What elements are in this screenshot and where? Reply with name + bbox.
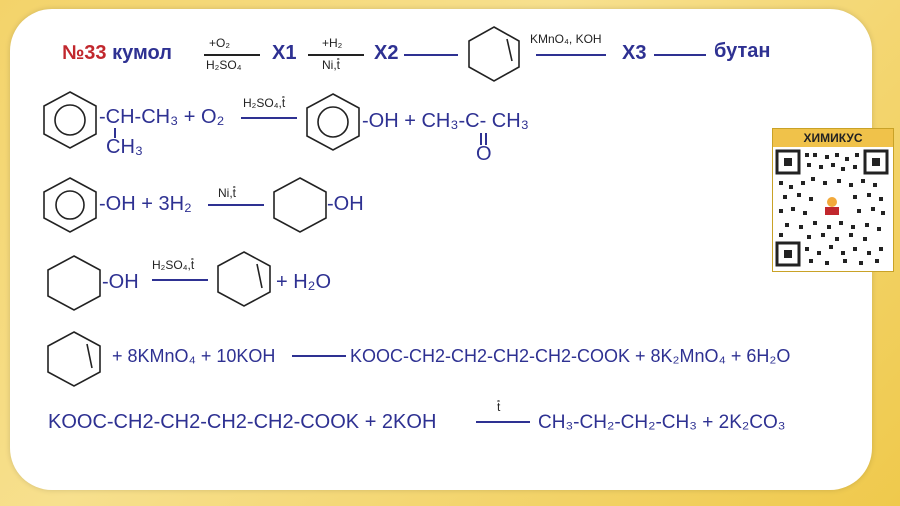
r5-right: CH₃-CH₂-CH₂-CH₃ + 2K₂CO₃ xyxy=(538,412,786,433)
scheme-x3: X3 xyxy=(622,42,647,64)
benzene-ring-r2 xyxy=(43,177,97,233)
qr-code-badge: ХИМИКУС xyxy=(772,128,894,272)
scheme-product: бутан xyxy=(714,40,771,62)
scheme-arrow-5 xyxy=(654,54,706,56)
r1-arrow xyxy=(241,117,297,119)
r3-condition: H₂SO₄,t̊ xyxy=(152,258,195,272)
r5-arrow xyxy=(476,421,530,423)
r2-left: -OH + 3H₂ xyxy=(99,193,192,215)
task-start-substance: кумол xyxy=(112,42,172,64)
r1-branch-bond xyxy=(114,128,116,138)
r2-arrow xyxy=(208,204,264,206)
r1-ketone-oxygen: O xyxy=(476,143,492,165)
r4-left: + 8KMnO₄ + 10KOH xyxy=(112,346,276,366)
cyclohexane-ring-r3 xyxy=(47,255,101,311)
r2-right: -OH xyxy=(327,193,364,215)
scheme-arrow-4 xyxy=(536,54,606,56)
r1-branch: CH₃ xyxy=(106,136,144,158)
scheme-step2-top: +H₂ xyxy=(322,36,343,50)
scheme-arrow-2 xyxy=(308,54,364,56)
scheme-arrow-1 xyxy=(204,54,260,56)
content-panel xyxy=(10,9,872,490)
scheme-x1: X1 xyxy=(272,42,297,64)
scheme-step4-top: KMnO₄, KOH xyxy=(530,32,602,46)
scheme-x2: X2 xyxy=(374,42,399,64)
cyclohexane-ring-r2 xyxy=(273,177,327,233)
r1-left: -CH-CH₃ + O₂ xyxy=(99,106,225,128)
task-number: №33 xyxy=(62,42,107,64)
r2-condition: Ni,t̊ xyxy=(218,186,236,200)
task-title: №33 кумол xyxy=(62,42,172,65)
r5-left: KOOC-CH2-CH2-CH2-CH2-COOK + 2KOH xyxy=(48,411,437,433)
benzene-ring-r1-product xyxy=(306,93,360,151)
benzene-ring-r1 xyxy=(43,91,97,149)
r3-right: + H₂O xyxy=(276,271,331,293)
r3-left: -OH xyxy=(102,271,139,293)
scheme-arrow-3 xyxy=(404,54,458,56)
r4-arrow xyxy=(292,355,346,357)
r1-right: -OH + CH₃-C- CH₃ xyxy=(362,110,529,132)
r1-ketone-bond-a xyxy=(480,133,482,145)
scheme-step1-top: +O₂ xyxy=(209,36,230,50)
cyclohexene-ring-scheme xyxy=(468,26,520,82)
scheme-step1-bottom: H₂SO₄ xyxy=(206,58,242,72)
r1-condition: H₂SO₄,t̊ xyxy=(243,96,286,110)
r1-ketone-bond-b xyxy=(485,133,487,145)
cyclohexene-ring-r4 xyxy=(47,331,101,387)
qr-header: ХИМИКУС xyxy=(773,129,893,147)
scheme-step2-bottom: Ni,t̊ xyxy=(322,58,340,72)
qr-code-icon xyxy=(775,149,889,267)
r4-right: KOOC-CH2-CH2-CH2-CH2-COOK + 8K₂MnO₄ + 6H… xyxy=(350,346,791,366)
r5-condition: t̊ xyxy=(497,400,501,414)
r3-arrow xyxy=(152,279,208,281)
cyclohexene-ring-r3 xyxy=(217,251,271,307)
